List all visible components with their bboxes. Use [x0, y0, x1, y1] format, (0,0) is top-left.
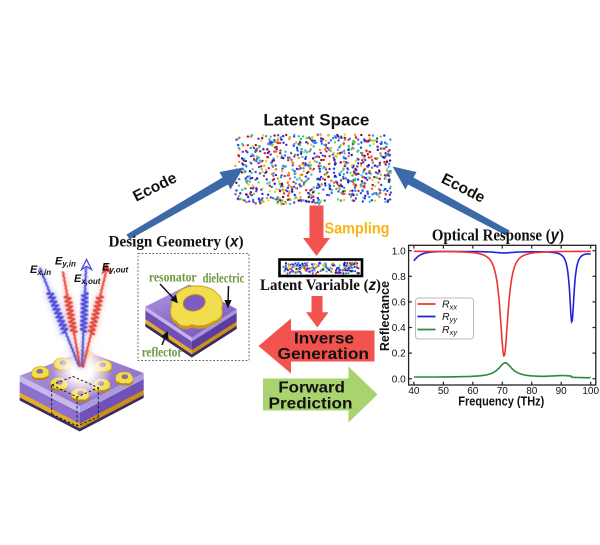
svg-text:Rxy: Rxy [442, 324, 458, 337]
svg-text:50: 50 [438, 386, 450, 397]
svg-text:Sampling: Sampling [325, 221, 390, 238]
svg-text:Reflectance: Reflectance [378, 281, 392, 351]
svg-text:0.0: 0.0 [392, 374, 406, 385]
svg-text:Design Geometry (x): Design Geometry (x) [109, 234, 244, 251]
svg-text:80: 80 [526, 386, 538, 397]
svg-text:reflector: reflector [142, 346, 183, 361]
svg-text:resonator: resonator [149, 271, 197, 286]
svg-text:60: 60 [467, 386, 479, 397]
svg-text:0.6: 0.6 [392, 298, 406, 309]
svg-text:70: 70 [497, 386, 509, 397]
svg-text:0.2: 0.2 [392, 349, 406, 360]
svg-text:0.8: 0.8 [392, 272, 406, 283]
svg-text:Frequency (THz): Frequency (THz) [458, 393, 544, 408]
svg-text:dielectric: dielectric [203, 272, 245, 287]
svg-text:Ex,in: Ex,in [30, 264, 51, 277]
svg-text:Prediction: Prediction [269, 396, 353, 413]
svg-text:Rxx: Rxx [442, 299, 457, 312]
svg-text:40: 40 [408, 386, 420, 397]
svg-text:90: 90 [556, 386, 568, 397]
svg-text:Inverse: Inverse [294, 331, 354, 348]
svg-text:1.0: 1.0 [392, 246, 406, 257]
svg-text:Ey,out: Ey,out [102, 262, 128, 275]
svg-text:Forward: Forward [278, 380, 345, 397]
svg-text:Latent Space: Latent Space [263, 111, 369, 130]
svg-text:Latent Variable (z): Latent Variable (z) [260, 277, 381, 294]
svg-text:Ey,in: Ey,in [55, 256, 76, 269]
svg-text:Generation: Generation [278, 346, 370, 363]
svg-text:Ryy: Ryy [442, 311, 458, 324]
svg-text:0.4: 0.4 [392, 323, 406, 334]
svg-text:100: 100 [582, 386, 599, 397]
svg-text:Optical Response (y): Optical Response (y) [432, 226, 564, 245]
svg-text:Ex,out: Ex,out [74, 273, 101, 286]
